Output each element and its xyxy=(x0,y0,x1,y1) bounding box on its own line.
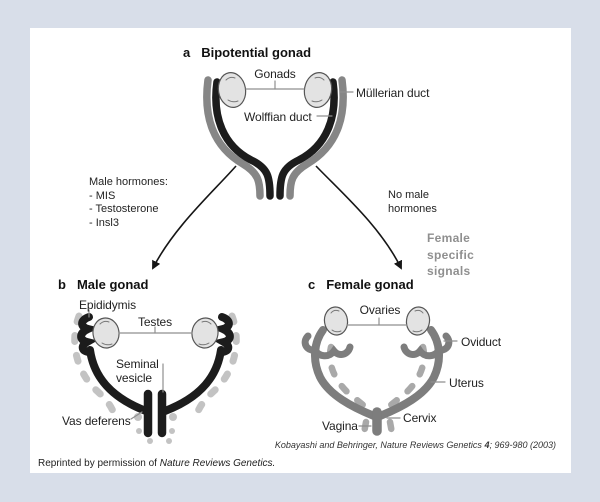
male-hormones-line: Male hormones: xyxy=(89,176,168,188)
panel-a-title-text: Bipotential gonad xyxy=(201,45,312,60)
wolffian-duct-label: Wolffian duct xyxy=(244,110,312,124)
male-hormones-note: Male hormones: - MIS - Testosterone - In… xyxy=(89,176,168,230)
epididymis-label: Epididymis xyxy=(79,298,137,312)
oviduct-label: Oviduct xyxy=(461,335,501,349)
female-signals-line: Female xyxy=(427,231,471,245)
gonads-label: Gonads xyxy=(254,67,296,81)
panel-b-title-text: Male gonad xyxy=(76,277,149,292)
ovaries-label: Ovaries xyxy=(359,303,401,317)
testes-label: Testes xyxy=(137,315,173,329)
female-signals-line: specific xyxy=(427,247,475,262)
citation-volume: 4 xyxy=(484,440,490,450)
cervix-label: Cervix xyxy=(403,411,437,425)
panel-a-title: a Bipotential gonad xyxy=(183,45,311,60)
figure-panel xyxy=(30,28,571,473)
mullerian-duct-label: Müllerian duct xyxy=(356,86,430,100)
male-hormones-line: - Insl3 xyxy=(89,216,119,229)
citation-authors-journal: Kobayashi and Behringer, Nature Reviews … xyxy=(274,440,485,450)
no-male-hormones-line: hormones xyxy=(388,202,437,215)
male-hormones-line: - MIS xyxy=(89,189,116,202)
panel-b-letter: b xyxy=(58,277,66,292)
panel-c-title-text: Female gonad xyxy=(326,277,414,292)
reprint-prefix: Reprinted by permission of xyxy=(38,458,160,469)
male-hormones-line: - Testosterone xyxy=(89,203,159,215)
reprint-permission-note: Reprinted by permission of Nature Review… xyxy=(38,458,275,469)
panel-c-letter: c xyxy=(308,277,316,292)
panel-b-title: b Male gonad xyxy=(58,277,148,292)
seminal-vesicle-line: Seminal xyxy=(116,357,159,371)
seminal-vesicle-line: vesicle xyxy=(116,370,152,385)
no-male-hormones-note: No male hormones xyxy=(388,189,437,216)
panel-a-letter: a xyxy=(183,45,191,60)
seminal-vesicle-label: Seminal vesicle xyxy=(116,357,159,385)
female-signals-line: signals xyxy=(427,264,471,278)
citation: Kobayashi and Behringer, Nature Reviews … xyxy=(275,440,556,450)
vagina-label: Vagina xyxy=(322,419,358,433)
panel-c-title: c Female gonad xyxy=(308,277,414,292)
reprint-journal-name: Nature Reviews Genetics. xyxy=(159,458,276,469)
female-specific-signals-note: Female specific signals xyxy=(427,230,474,280)
no-male-hormones-line: No male xyxy=(388,189,429,201)
uterus-label: Uterus xyxy=(449,376,484,390)
citation-pages: ; 969-980 (2003) xyxy=(489,440,556,450)
vas-deferens-label: Vas deferens xyxy=(62,414,131,428)
